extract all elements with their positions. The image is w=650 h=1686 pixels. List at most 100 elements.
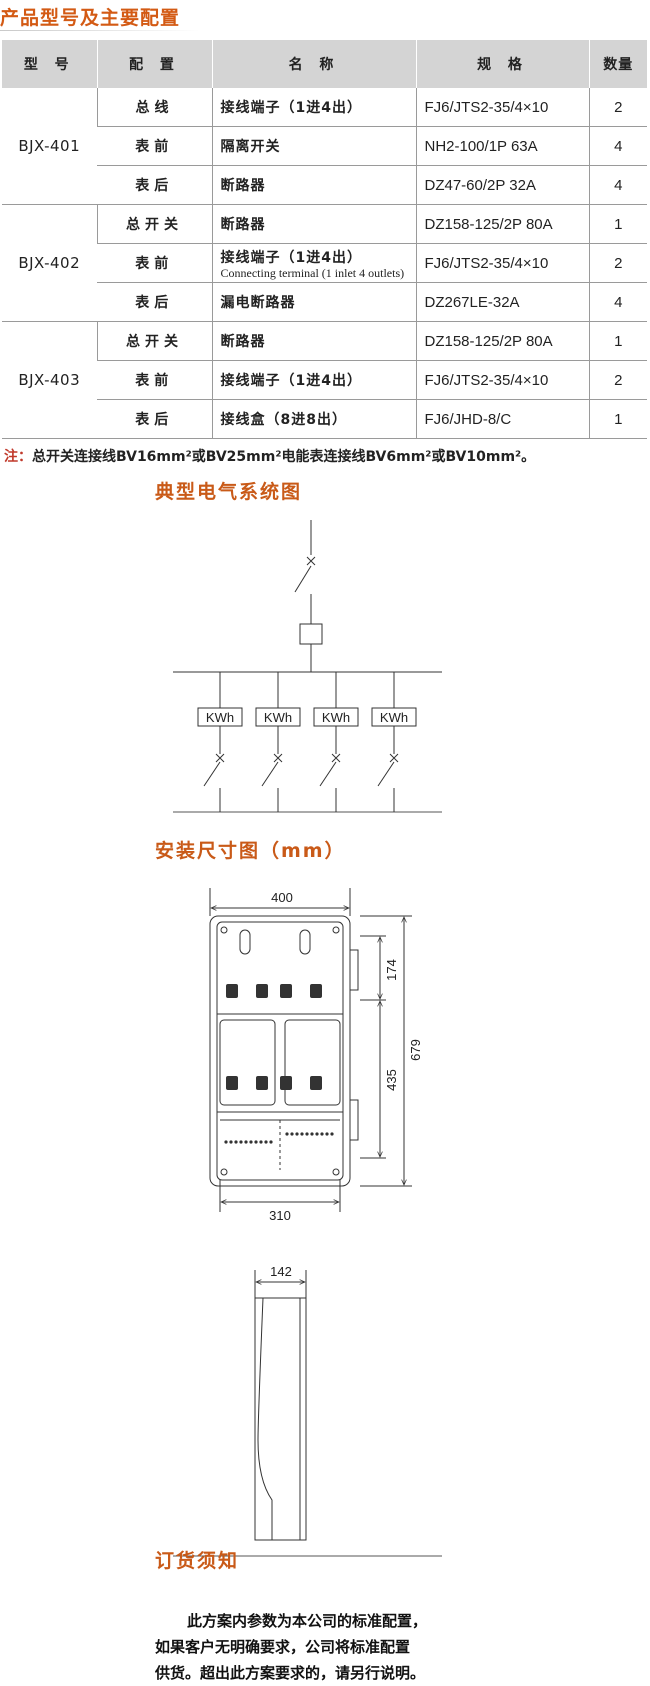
kwh-meter-label: KWh xyxy=(264,710,292,725)
branch-switch-blade xyxy=(377,761,395,787)
table-row: BJX-401 总线 接线端子（1进4出） FJ6/JTS2-35/4×10 2 xyxy=(2,88,647,205)
main-switch-blade xyxy=(294,565,312,593)
terminal-dot xyxy=(249,1140,253,1144)
header-model: 型 号 xyxy=(2,40,97,88)
terminal-dot xyxy=(229,1140,233,1144)
config-cell: 表后 xyxy=(97,399,212,439)
kwh-meter-label: KWh xyxy=(206,710,234,725)
name-cell: 隔离开关 xyxy=(211,126,416,166)
name-cell: 接线端子（1进4出） xyxy=(211,360,416,400)
qty-cell: 4 xyxy=(588,126,647,166)
breaker-slot-icon xyxy=(280,984,292,998)
screw-icon xyxy=(332,926,340,934)
qty-cell: 2 xyxy=(588,360,647,400)
name-english: Connecting terminal (1 inlet 4 outlets) xyxy=(220,266,405,280)
spec-cell: FJ6/JHD-8/C xyxy=(415,399,589,439)
spec-cell: NH2-100/1P 63A xyxy=(415,126,589,166)
order-line: 此方案内参数为本公司的标准配置， xyxy=(187,1612,428,1630)
order-notice-title: 订货须知 xyxy=(155,1550,240,1572)
breaker-slot-icon xyxy=(256,1076,268,1090)
terminal-dot xyxy=(269,1140,273,1144)
name-cell: 断路器 xyxy=(211,165,416,205)
qty-cell: 1 xyxy=(588,321,647,361)
terminal-dot xyxy=(295,1132,299,1136)
terminal-dot xyxy=(330,1132,334,1136)
order-line: 供货。超出此方案要求的，请另行说明。 xyxy=(155,1664,426,1682)
dimension-diagram-title: 安装尺寸图（mm） xyxy=(155,840,346,862)
terminal-dot xyxy=(305,1132,309,1136)
header-config: 配 置 xyxy=(96,40,212,88)
config-cell: 表前 xyxy=(97,360,212,400)
dim-depth: 142 xyxy=(270,1264,292,1279)
name-cell: 漏电断路器 xyxy=(211,282,416,322)
electrical-system-diagram: KWh KWh KWh KWh xyxy=(173,520,442,813)
dim-height-upper: 174 xyxy=(384,959,399,981)
breaker-slot-icon xyxy=(256,984,268,998)
terminal-dot xyxy=(234,1140,238,1144)
spec-cell: DZ267LE-32A xyxy=(415,282,589,322)
terminal-dot xyxy=(285,1132,289,1136)
terminal-dot xyxy=(264,1140,268,1144)
wiring-note: 注：总开关连接线BV16mm²或BV25mm²电能表连接线BV6mm²或BV10… xyxy=(4,446,535,466)
config-cell: 总线 xyxy=(96,88,212,127)
name-cell: 接线端子（1进4出） xyxy=(211,88,416,127)
qty-cell: 2 xyxy=(588,243,647,283)
dim-height-total: 679 xyxy=(408,1039,423,1061)
name-cell: 接线端子（1进4出） Connecting terminal (1 inlet … xyxy=(211,243,416,283)
dim-width-bottom: 310 xyxy=(269,1208,291,1223)
table-row: 表后 接线盒（8进8出） FJ6/JHD-8/C 1 xyxy=(2,399,647,439)
model-cell: BJX-402 xyxy=(2,204,97,322)
model-cell: BJX-403 xyxy=(2,321,97,439)
terminal-dot xyxy=(300,1132,304,1136)
spec-cell: DZ47-60/2P 32A xyxy=(415,165,589,205)
screw-icon xyxy=(220,1168,228,1176)
note-prefix: 注： xyxy=(4,449,32,465)
terminal-dot xyxy=(320,1132,324,1136)
terminal-dot xyxy=(325,1132,329,1136)
spec-cell: DZ158-125/2P 80A xyxy=(415,321,589,361)
terminal-dot xyxy=(259,1140,263,1144)
screw-icon xyxy=(220,926,228,934)
product-config-table: 型 号 配 置 名 称 规 格 数量 BJX-401 总线 接线端子（1进4出）… xyxy=(2,40,647,439)
dim-width-top: 400 xyxy=(271,890,293,905)
name-cell: 断路器 xyxy=(211,204,416,244)
table-row: 表后 漏电断路器 DZ267LE-32A 4 xyxy=(2,282,647,322)
cabinet-outer xyxy=(209,915,351,1187)
table-row: BJX-402 总开关 断路器 DZ158-125/2P 80A 1 xyxy=(2,204,647,322)
branch-switch-blade xyxy=(261,761,279,787)
branch-switch-contact-icon xyxy=(389,753,399,763)
main-protection-box xyxy=(299,623,323,645)
terminal-dot xyxy=(310,1132,314,1136)
branch-switch-contact-icon xyxy=(273,753,283,763)
window-left xyxy=(219,1019,276,1106)
kwh-meter-label: KWh xyxy=(322,710,350,725)
config-cell: 表后 xyxy=(97,165,212,205)
spec-cell: FJ6/JTS2-35/4×10 xyxy=(415,243,589,283)
config-cell: 总开关 xyxy=(96,321,212,361)
header-spec: 规 格 xyxy=(415,40,589,88)
qty-cell: 4 xyxy=(588,165,647,205)
qty-cell: 1 xyxy=(588,204,647,244)
qty-cell: 1 xyxy=(588,399,647,439)
note-text: 总开关连接线BV16mm²或BV25mm²电能表连接线BV6mm²或BV10mm… xyxy=(32,449,536,465)
header-qty: 数量 xyxy=(588,40,647,88)
dim-height-lower: 435 xyxy=(384,1069,399,1091)
system-diagram-title: 典型电气系统图 xyxy=(155,481,303,503)
header-name: 名 称 xyxy=(211,40,416,88)
table-row: 表前 接线端子（1进4出） FJ6/JTS2-35/4×10 2 xyxy=(2,360,647,400)
breaker-slot-icon xyxy=(226,984,238,998)
terminal-dot xyxy=(290,1132,294,1136)
config-cell: 表前 xyxy=(97,126,212,166)
side-view-profile xyxy=(257,1297,273,1540)
breaker-slot-icon xyxy=(310,1076,322,1090)
branch-switch-blade xyxy=(319,761,337,787)
table-row: 表前 隔离开关 NH2-100/1P 63A 4 xyxy=(2,126,647,166)
order-notice-text: 此方案内参数为本公司的标准配置， 如果客户无明确要求，公司将标准配置 供货。超出… xyxy=(155,1608,475,1686)
terminal-dot xyxy=(315,1132,319,1136)
qty-cell: 4 xyxy=(588,282,647,322)
order-line: 如果客户无明确要求，公司将标准配置 xyxy=(155,1638,411,1656)
top-window-slot-right xyxy=(299,929,311,955)
kwh-meter-label: KWh xyxy=(380,710,408,725)
main-switch-contact-icon xyxy=(306,556,316,566)
name-cell: 接线盒（8进8出） xyxy=(211,399,416,439)
